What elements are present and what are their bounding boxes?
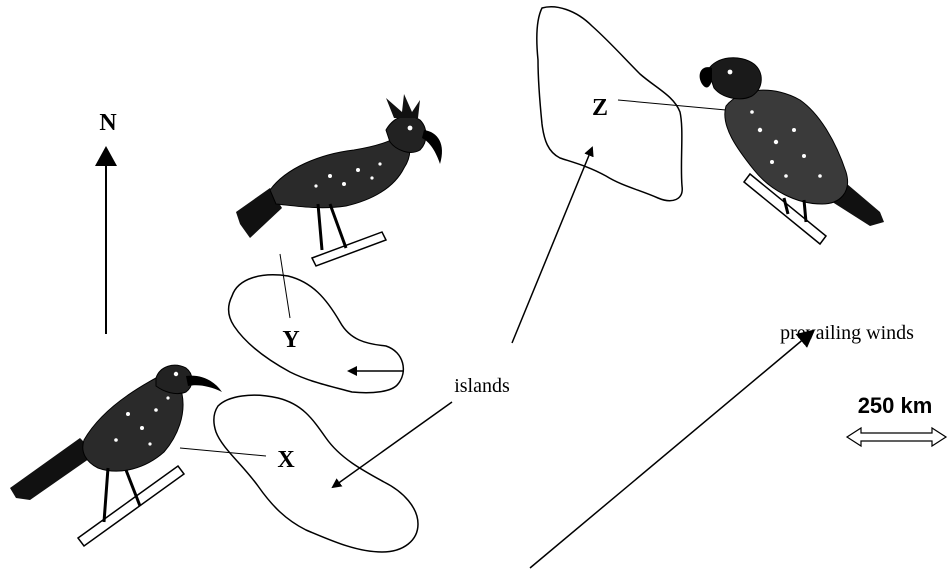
islands-label: islands (454, 375, 510, 397)
island-y (227, 274, 405, 394)
bird-icon (699, 57, 884, 246)
double-arrow-icon (845, 426, 948, 448)
bird-icon (10, 364, 222, 548)
leader-line-x (179, 447, 267, 457)
island-z (536, 6, 683, 202)
islands-arrows (331, 146, 594, 489)
island-x (213, 394, 419, 553)
north-arrow-icon (95, 146, 117, 334)
prevailing-winds-label: prevailing winds (780, 322, 914, 344)
bird-icon (236, 94, 443, 267)
island-x-label: X (277, 447, 295, 473)
leader-line-y (279, 253, 291, 319)
scale-label: 250 km (858, 393, 933, 418)
island-y-label: Y (282, 327, 299, 353)
prevailing-winds-arrow (529, 329, 816, 569)
island-z-label: Z (592, 95, 608, 121)
north-label: N (99, 110, 117, 136)
leader-line-z (617, 99, 727, 111)
